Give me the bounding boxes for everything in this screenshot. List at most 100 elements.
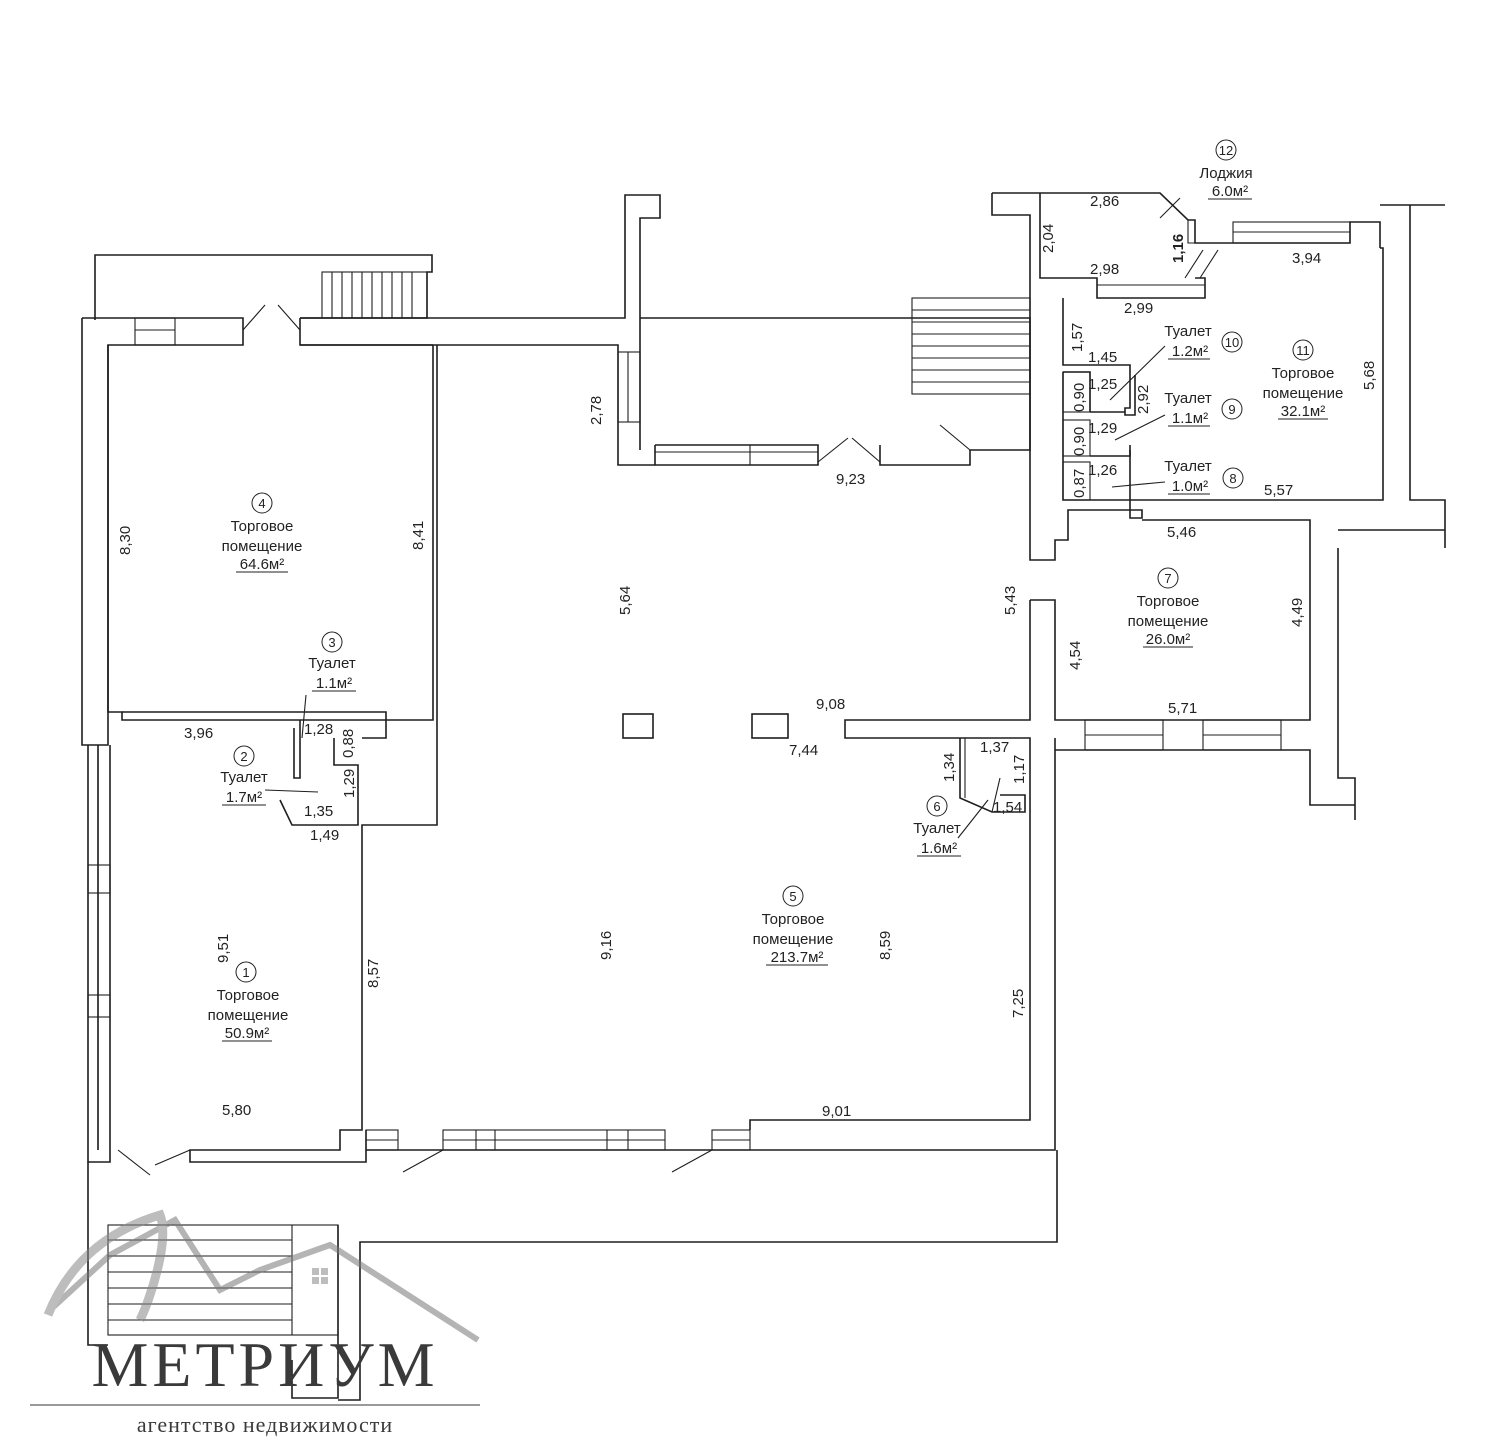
room-area: 1.0м² bbox=[1172, 478, 1208, 495]
dimension-label: 9,51 bbox=[215, 934, 232, 963]
room-area: 1.1м² bbox=[1172, 410, 1208, 427]
room-name: Торговое bbox=[231, 518, 294, 535]
dimension-label: 8,30 bbox=[117, 526, 134, 555]
room-name: Торговое bbox=[1272, 365, 1335, 382]
room-name-2: помещение bbox=[222, 538, 303, 555]
dimension-label: 7,25 bbox=[1010, 989, 1027, 1018]
dimension-label: 1,16 bbox=[1170, 234, 1187, 263]
room-number: 11 bbox=[1296, 343, 1310, 358]
dimension-label: 1,17 bbox=[1011, 755, 1028, 784]
dimension-label: 5,80 bbox=[222, 1102, 251, 1119]
dimension-label: 0,90 bbox=[1071, 427, 1088, 456]
dimension-label: 5,46 bbox=[1167, 524, 1196, 541]
dimension-label: 9,01 bbox=[822, 1103, 851, 1120]
dimension-label: 9,23 bbox=[836, 471, 865, 488]
dimension-label: 3,96 bbox=[184, 725, 213, 742]
room-area: 213.7м² bbox=[771, 949, 824, 966]
dimensions: 2,86 2,04 1,16 3,94 2,98 2,99 1,57 1,45 … bbox=[117, 193, 1378, 1120]
room-name: Туалет bbox=[220, 769, 268, 786]
dimension-label: 1,29 bbox=[341, 769, 358, 798]
dimension-label: 1,49 bbox=[310, 827, 339, 844]
room-6-label: 6 Туалет 1.6м² bbox=[913, 795, 961, 857]
dimension-label: 1,35 bbox=[304, 803, 333, 820]
facade-bottom bbox=[87, 745, 751, 1176]
stairs-center bbox=[911, 297, 1031, 395]
dimension-label: 5,43 bbox=[1002, 586, 1019, 615]
dimension-label: 8,59 bbox=[877, 931, 894, 960]
dimension-label: 4,49 bbox=[1289, 598, 1306, 627]
room-name: Туалет bbox=[1164, 323, 1212, 340]
room-name: Торговое bbox=[1137, 593, 1200, 610]
dimension-label: 0,90 bbox=[1071, 383, 1088, 412]
room-name-2: помещение bbox=[753, 931, 834, 948]
room-number: 10 bbox=[1225, 335, 1239, 350]
dimension-label: 2,92 bbox=[1135, 385, 1152, 414]
dimension-label: 1,26 bbox=[1088, 462, 1117, 479]
room-number: 4 bbox=[258, 496, 265, 511]
room-name: Торговое bbox=[217, 987, 280, 1004]
watermark-subtitle: агентство недвижимости bbox=[136, 1412, 394, 1437]
room-number: 9 bbox=[1228, 402, 1235, 417]
dimension-label: 7,44 bbox=[789, 742, 818, 759]
room-name-2: помещение bbox=[1128, 613, 1209, 630]
room-name: Торговое bbox=[762, 911, 825, 928]
room-11-label: 11 Торговое помещение 32.1м² bbox=[1263, 339, 1343, 420]
room-number: 12 bbox=[1219, 143, 1233, 158]
room-area: 6.0м² bbox=[1212, 183, 1248, 200]
dimension-label: 0,87 bbox=[1071, 469, 1088, 498]
stairs-bottom bbox=[107, 1224, 339, 1336]
watermark-brand: МЕТРИУМ bbox=[91, 1329, 439, 1400]
room-area: 1.2м² bbox=[1172, 343, 1208, 360]
room-2-label: 2 Туалет 1.7м² bbox=[220, 745, 268, 806]
room-number: 2 bbox=[240, 749, 247, 764]
dimension-label: 1,34 bbox=[941, 753, 958, 782]
dimension-label: 9,08 bbox=[816, 696, 845, 713]
room-area: 64.6м² bbox=[240, 556, 285, 573]
dimension-label: 5,68 bbox=[1361, 361, 1378, 390]
room-8-label: Туалет 1.0м² 8 bbox=[1164, 458, 1244, 495]
dimension-label: 1,29 bbox=[1088, 420, 1117, 437]
dimension-label: 3,94 bbox=[1292, 250, 1321, 267]
dimension-label: 2,86 bbox=[1090, 193, 1119, 210]
dimension-label: 8,57 bbox=[365, 959, 382, 988]
room-number: 1 bbox=[242, 965, 249, 980]
room-9-label: Туалет 1.1м² 9 bbox=[1164, 390, 1243, 427]
dimension-label: 2,04 bbox=[1040, 224, 1057, 253]
dimension-label: 1,45 bbox=[1088, 349, 1117, 366]
room-number: 5 bbox=[789, 889, 796, 904]
dimension-label: 0,88 bbox=[340, 729, 357, 758]
dimension-label: 5,71 bbox=[1168, 700, 1197, 717]
room-area: 50.9м² bbox=[225, 1025, 270, 1042]
dimension-label: 2,99 bbox=[1124, 300, 1153, 317]
room-area: 1.1м² bbox=[316, 675, 352, 692]
room-name: Туалет bbox=[308, 655, 356, 672]
room-area: 1.6м² bbox=[921, 840, 957, 857]
room-number: 7 bbox=[1164, 571, 1171, 586]
room-12-label: 12 Лоджия 6.0м² bbox=[1199, 139, 1253, 200]
room-area: 26.0м² bbox=[1146, 631, 1191, 648]
room-name: Туалет bbox=[1164, 390, 1212, 407]
room-name: Туалет bbox=[913, 820, 961, 837]
room-1-label: 1 Торговое помещение 50.9м² bbox=[208, 961, 288, 1042]
room-3-label: 3 Туалет 1.1м² bbox=[308, 631, 356, 692]
dimension-label: 2,78 bbox=[588, 396, 605, 425]
dimension-label: 5,57 bbox=[1264, 482, 1293, 499]
room-number: 3 bbox=[328, 635, 335, 650]
room-name: Туалет bbox=[1164, 458, 1212, 475]
room-4-label: 4 Торговое помещение 64.6м² bbox=[222, 492, 303, 573]
dimension-label: 2,98 bbox=[1090, 261, 1119, 278]
room-10-label: Туалет 1.2м² 10 bbox=[1164, 323, 1243, 360]
walls bbox=[81, 192, 1446, 1401]
room-number: 6 bbox=[933, 799, 940, 814]
dimension-label: 1,28 bbox=[304, 721, 333, 738]
watermark-graphic bbox=[43, 1209, 480, 1343]
dimension-label: 1,54 bbox=[993, 799, 1022, 816]
dimension-label: 1,25 bbox=[1088, 376, 1117, 393]
dimension-label: 1,37 bbox=[980, 739, 1009, 756]
room-5-label: 5 Торговое помещение 213.7м² bbox=[753, 885, 834, 966]
dimension-label: 4,54 bbox=[1067, 641, 1084, 670]
room-number: 8 bbox=[1229, 471, 1236, 486]
room-name: Лоджия bbox=[1199, 165, 1252, 182]
room-area: 1.7м² bbox=[226, 789, 262, 806]
